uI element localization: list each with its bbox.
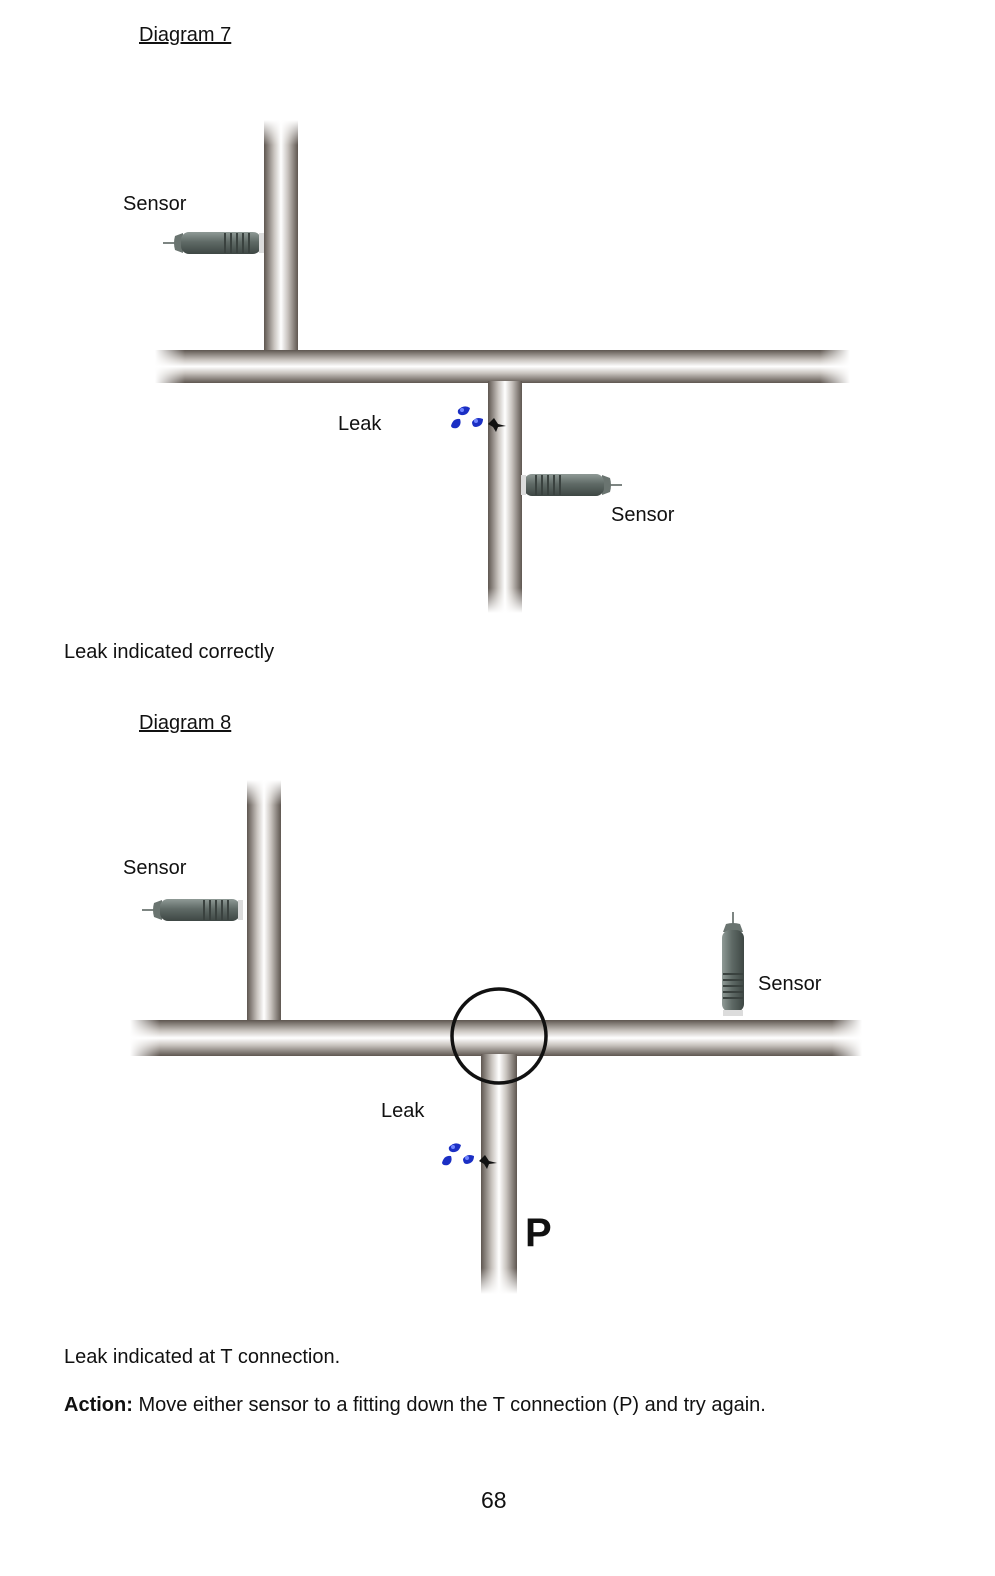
- pipe-horizontal-main: [155, 350, 850, 383]
- t-connection-circle: [450, 987, 548, 1085]
- pipe-vertical-upper: [264, 120, 298, 352]
- sensor-label-bottom: Sensor: [611, 504, 675, 526]
- sensor-label-left: Sensor: [123, 857, 187, 879]
- sensor-icon: [521, 474, 622, 496]
- pipe-vertical-upper: [247, 780, 281, 1022]
- diagram-7-caption: Leak indicated correctly: [64, 641, 275, 663]
- diagram-8-heading: Diagram 8: [139, 712, 232, 734]
- branch-marker-p: P: [525, 1211, 552, 1255]
- sensor-label-right: Sensor: [758, 973, 822, 995]
- diagram-8-caption: Leak indicated at T connection.: [64, 1346, 341, 1368]
- leak-droplets-icon: [442, 1143, 497, 1169]
- diagram-7-heading: Diagram 7: [139, 24, 232, 46]
- leak-label: Leak: [338, 413, 382, 435]
- diagram-7-illustration: [155, 120, 850, 613]
- diagram-8-illustration: [130, 780, 862, 1294]
- sensor-label-top: Sensor: [123, 193, 187, 215]
- action-label: Action:: [64, 1394, 133, 1416]
- pipe-vertical-lower: [481, 1054, 517, 1294]
- page-number: 68: [481, 1487, 507, 1513]
- leak-droplets-icon: [451, 406, 506, 432]
- action-text: Move either sensor to a fitting down the…: [132, 1394, 766, 1416]
- sensor-icon: [722, 912, 744, 1016]
- action-paragraph: Action: Move either sensor to a fitting …: [64, 1395, 766, 1415]
- pipe-horizontal-main: [130, 1020, 862, 1056]
- leak-label: Leak: [381, 1100, 425, 1122]
- sensor-icon: [142, 899, 243, 921]
- pipe-vertical-lower: [488, 381, 522, 613]
- sensor-icon: [163, 232, 264, 254]
